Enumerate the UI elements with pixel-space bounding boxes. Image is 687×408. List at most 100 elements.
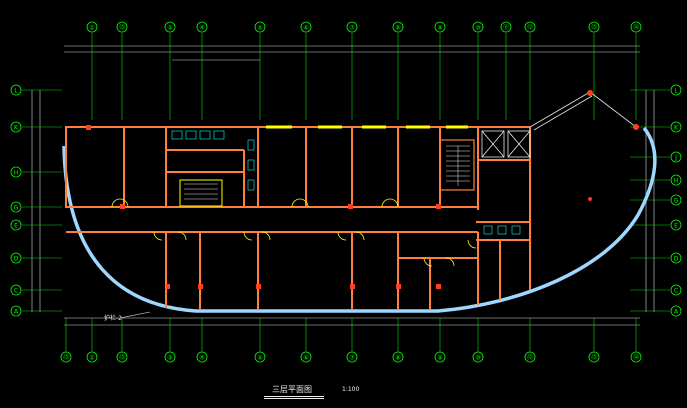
door-swings xyxy=(111,198,477,267)
axis-bubble-left-label: E xyxy=(14,223,18,230)
axis-bubble-right xyxy=(670,194,682,206)
axis-bubble-top xyxy=(346,21,358,33)
axis-bubble-top xyxy=(116,21,128,33)
axis-bubble-top-label: ⑪ xyxy=(503,24,509,32)
axis-lines xyxy=(22,33,670,352)
dimension-lines xyxy=(31,45,655,326)
drawing-scale: 1:100 xyxy=(342,386,360,393)
axis-bubble-top xyxy=(196,21,208,33)
axis-bubble-left xyxy=(10,252,22,264)
axis-bubble-top-label: ⑭ xyxy=(633,24,639,32)
axis-bubble-bottom-label: ⑬ xyxy=(591,354,597,362)
title-underline xyxy=(264,398,324,399)
axis-bubble-right xyxy=(670,121,682,133)
axis-bubble-left-label: L xyxy=(14,88,18,95)
axis-bubble-bottom xyxy=(472,351,484,363)
axis-bubble-left xyxy=(10,305,22,317)
axis-bubble-bottom-label: ⑥ xyxy=(303,355,308,362)
axis-bubble-top-label: ⑨ xyxy=(437,25,442,32)
axis-bubble-right-label: E xyxy=(674,223,678,230)
axis-bubble-top-label: ④ xyxy=(199,25,204,32)
axis-bubble-bottom xyxy=(588,351,600,363)
elevator-shafts xyxy=(481,130,531,158)
axis-bubble-bottom xyxy=(60,351,72,363)
marker-dot xyxy=(588,197,592,201)
axis-bubble-left-label: C xyxy=(14,288,18,295)
axis-bubble-top xyxy=(472,21,484,33)
axis-bubble-left xyxy=(10,219,22,231)
axis-bubble-right xyxy=(670,252,682,264)
axis-bubble-right-label: J xyxy=(674,155,677,162)
axis-bubble-top-label: ⑤ xyxy=(257,25,262,32)
axis-bubble-top xyxy=(392,21,404,33)
axis-bubble-top xyxy=(500,21,512,33)
label-leader xyxy=(119,311,151,319)
axis-bubble-top xyxy=(254,21,266,33)
axis-bubble-top-label: ⑩ xyxy=(475,25,480,32)
canopy-outline xyxy=(529,91,637,131)
axis-bubble-right xyxy=(670,84,682,96)
axis-bubble-top-label: ① xyxy=(89,25,94,32)
axis-bubble-top xyxy=(300,21,312,33)
axis-bubble-bottom-label: ⑩ xyxy=(475,355,480,362)
axis-bubble-right-label: D xyxy=(674,256,679,263)
axis-bubble-bottom-label: ① xyxy=(89,355,94,362)
axis-bubble-left xyxy=(10,121,22,133)
axis-bubble-top xyxy=(588,21,600,33)
columns xyxy=(86,125,441,289)
axis-bubble-top-label: ⑫ xyxy=(527,24,533,32)
axis-bubble-left xyxy=(10,284,22,296)
axis-bubble-bottom xyxy=(630,351,642,363)
axis-bubble-bottom xyxy=(524,351,536,363)
axis-bubble-bottom-label: ⑤ xyxy=(257,355,262,362)
axis-bubble-right xyxy=(670,151,682,163)
axis-bubble-top-label: ③ xyxy=(167,25,172,32)
axis-bubble-right xyxy=(670,219,682,231)
axis-bubble-bottom xyxy=(300,351,312,363)
walls xyxy=(65,126,531,310)
axis-bubble-right-label: G xyxy=(674,198,679,205)
title-underline xyxy=(264,396,324,397)
drawing-title: 三层平面图 xyxy=(272,385,312,394)
axis-bubble-left-label: K xyxy=(14,125,19,132)
axis-bubble-bottom xyxy=(86,351,98,363)
axis-bubble-bottom xyxy=(164,351,176,363)
axis-bubble-top-label: ⑬ xyxy=(591,24,597,32)
axis-bubble-top-label: ⑦ xyxy=(349,25,355,32)
axis-bubble-bottom xyxy=(434,351,446,363)
axis-bubble-left-label: H xyxy=(14,170,19,177)
axis-bubble-left-label: G xyxy=(14,205,19,212)
axis-bubble-top xyxy=(86,21,98,33)
axis-bubble-left-label: D xyxy=(14,256,19,263)
axis-bubble-bottom-label: ⑬ xyxy=(63,354,69,362)
axis-bubble-left-label: A xyxy=(14,309,19,316)
axis-bubble-bottom-label: ⑧ xyxy=(395,355,400,362)
canopy-point xyxy=(587,90,593,96)
axis-bubble-left xyxy=(10,201,22,213)
restroom-fixtures xyxy=(171,130,521,235)
axis-bubble-left xyxy=(10,166,22,178)
axis-bubble-bottom-label: ④ xyxy=(199,355,204,362)
axis-bubble-right-label: A xyxy=(674,309,679,316)
axis-bubble-right xyxy=(670,305,682,317)
axis-bubble-bottom-label: ⑨ xyxy=(437,355,442,362)
axis-bubble-top xyxy=(164,21,176,33)
axis-bubble-bottom xyxy=(116,351,128,363)
axis-bubble-right-label: L xyxy=(674,88,678,95)
axis-bubble-bottom-label: ⑭ xyxy=(633,354,639,362)
axis-bubble-left xyxy=(10,84,22,96)
axis-bubble-bottom xyxy=(346,351,358,363)
axis-bubble-top xyxy=(524,21,536,33)
axis-bubble-top xyxy=(630,21,642,33)
canopy-point xyxy=(633,124,639,130)
axis-bubble-bottom xyxy=(254,351,266,363)
curtain-wall xyxy=(62,126,657,313)
axis-bubble-right xyxy=(670,174,682,186)
axis-bubble-bottom xyxy=(392,351,404,363)
axis-bubble-right xyxy=(670,284,682,296)
axis-bubble-bottom-label: ③ xyxy=(167,355,172,362)
axis-bubble-top xyxy=(434,21,446,33)
axis-bubble-bottom-label: ⑬ xyxy=(119,354,125,362)
